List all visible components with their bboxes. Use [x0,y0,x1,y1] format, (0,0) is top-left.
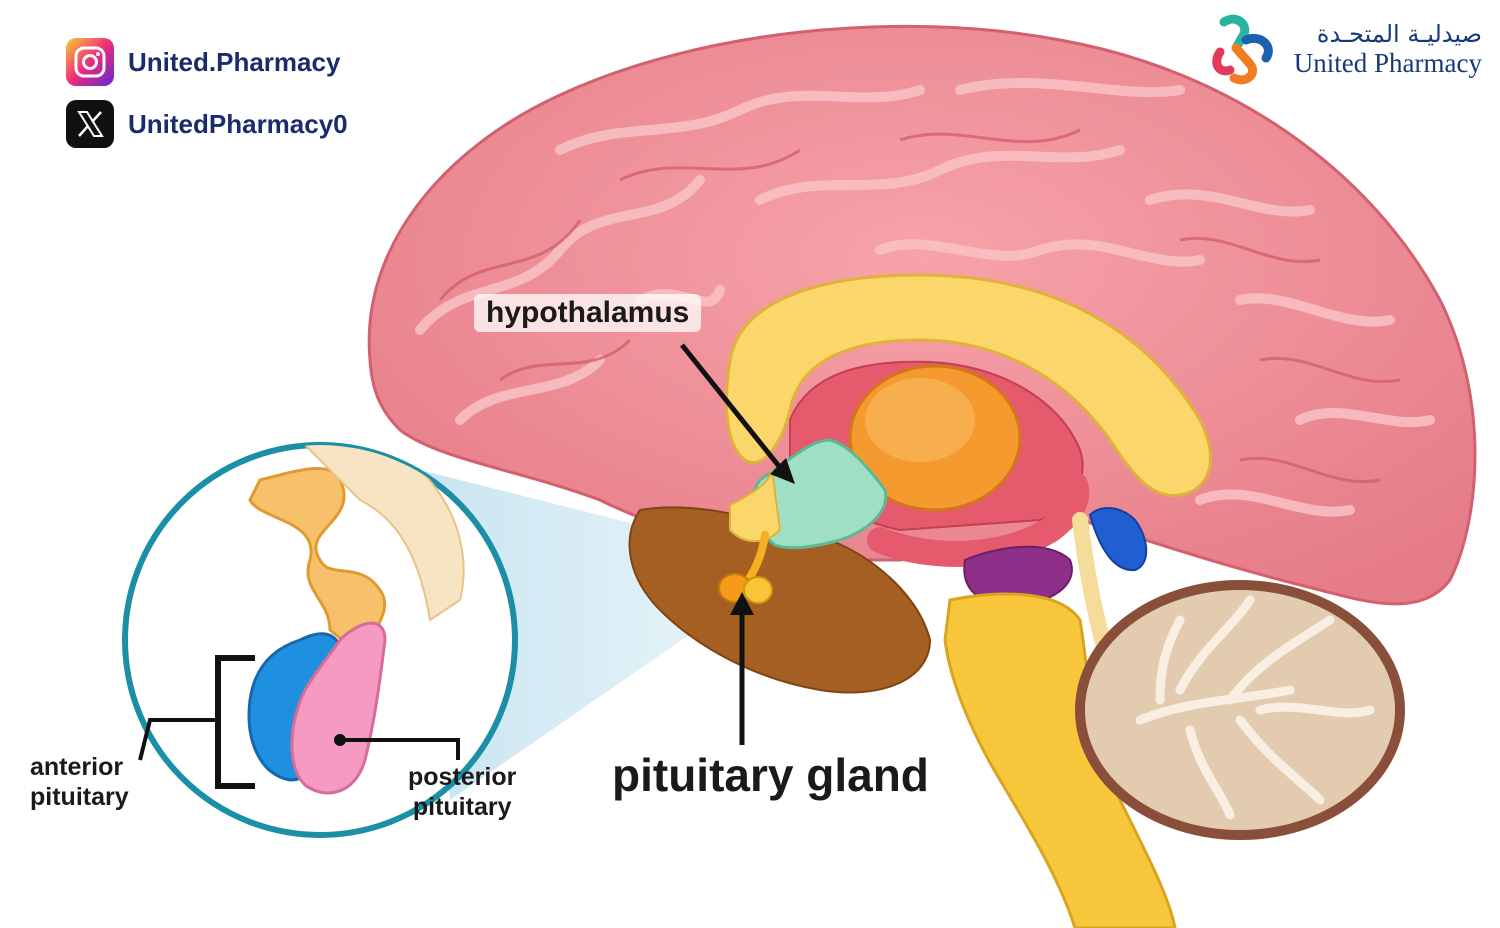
brand-logo: صيدليـة المتحـدة United Pharmacy [1206,12,1482,86]
brand-english-name: United Pharmacy [1293,47,1482,78]
posterior-label-line2: pituitary [412,793,512,821]
posterior-pituitary-label: posterior pituitary [408,762,516,822]
brainstem [943,592,1177,928]
corpus-callosum [725,273,1212,498]
instagram-handle-text: United.Pharmacy [128,46,341,77]
posterior-label-line1: posterior [408,763,517,791]
pituitary-gland [718,573,773,604]
posterior-pituitary-lobe [290,621,387,795]
hypothalamus-label: hypothalamus [474,294,702,332]
hypothalamus-arrow [680,343,795,484]
anterior-label-line1: anterior [30,753,124,781]
pituitary-arrow [730,592,754,745]
instagram-icon [66,38,114,86]
pineal-gland [1088,507,1148,572]
cerebellum [1075,580,1405,840]
brand-arabic-name: صيدليـة المتحـدة [1316,19,1482,48]
anterior-pituitary-label: anterior pituitary [30,752,129,812]
pituitary-gland-label: pituitary gland [612,749,929,801]
x-handle[interactable]: UnitedPharmacy0 [66,100,348,148]
anterior-label-line2: pituitary [30,783,129,811]
fornix [867,472,1090,567]
x-handle-text: UnitedPharmacy0 [128,108,348,139]
instagram-handle[interactable]: United.Pharmacy [66,38,340,86]
x-logo-icon [66,100,114,148]
united-pharmacy-logo [1212,14,1273,85]
zoom-inset [122,442,518,838]
pituitary-stalk [744,531,769,584]
